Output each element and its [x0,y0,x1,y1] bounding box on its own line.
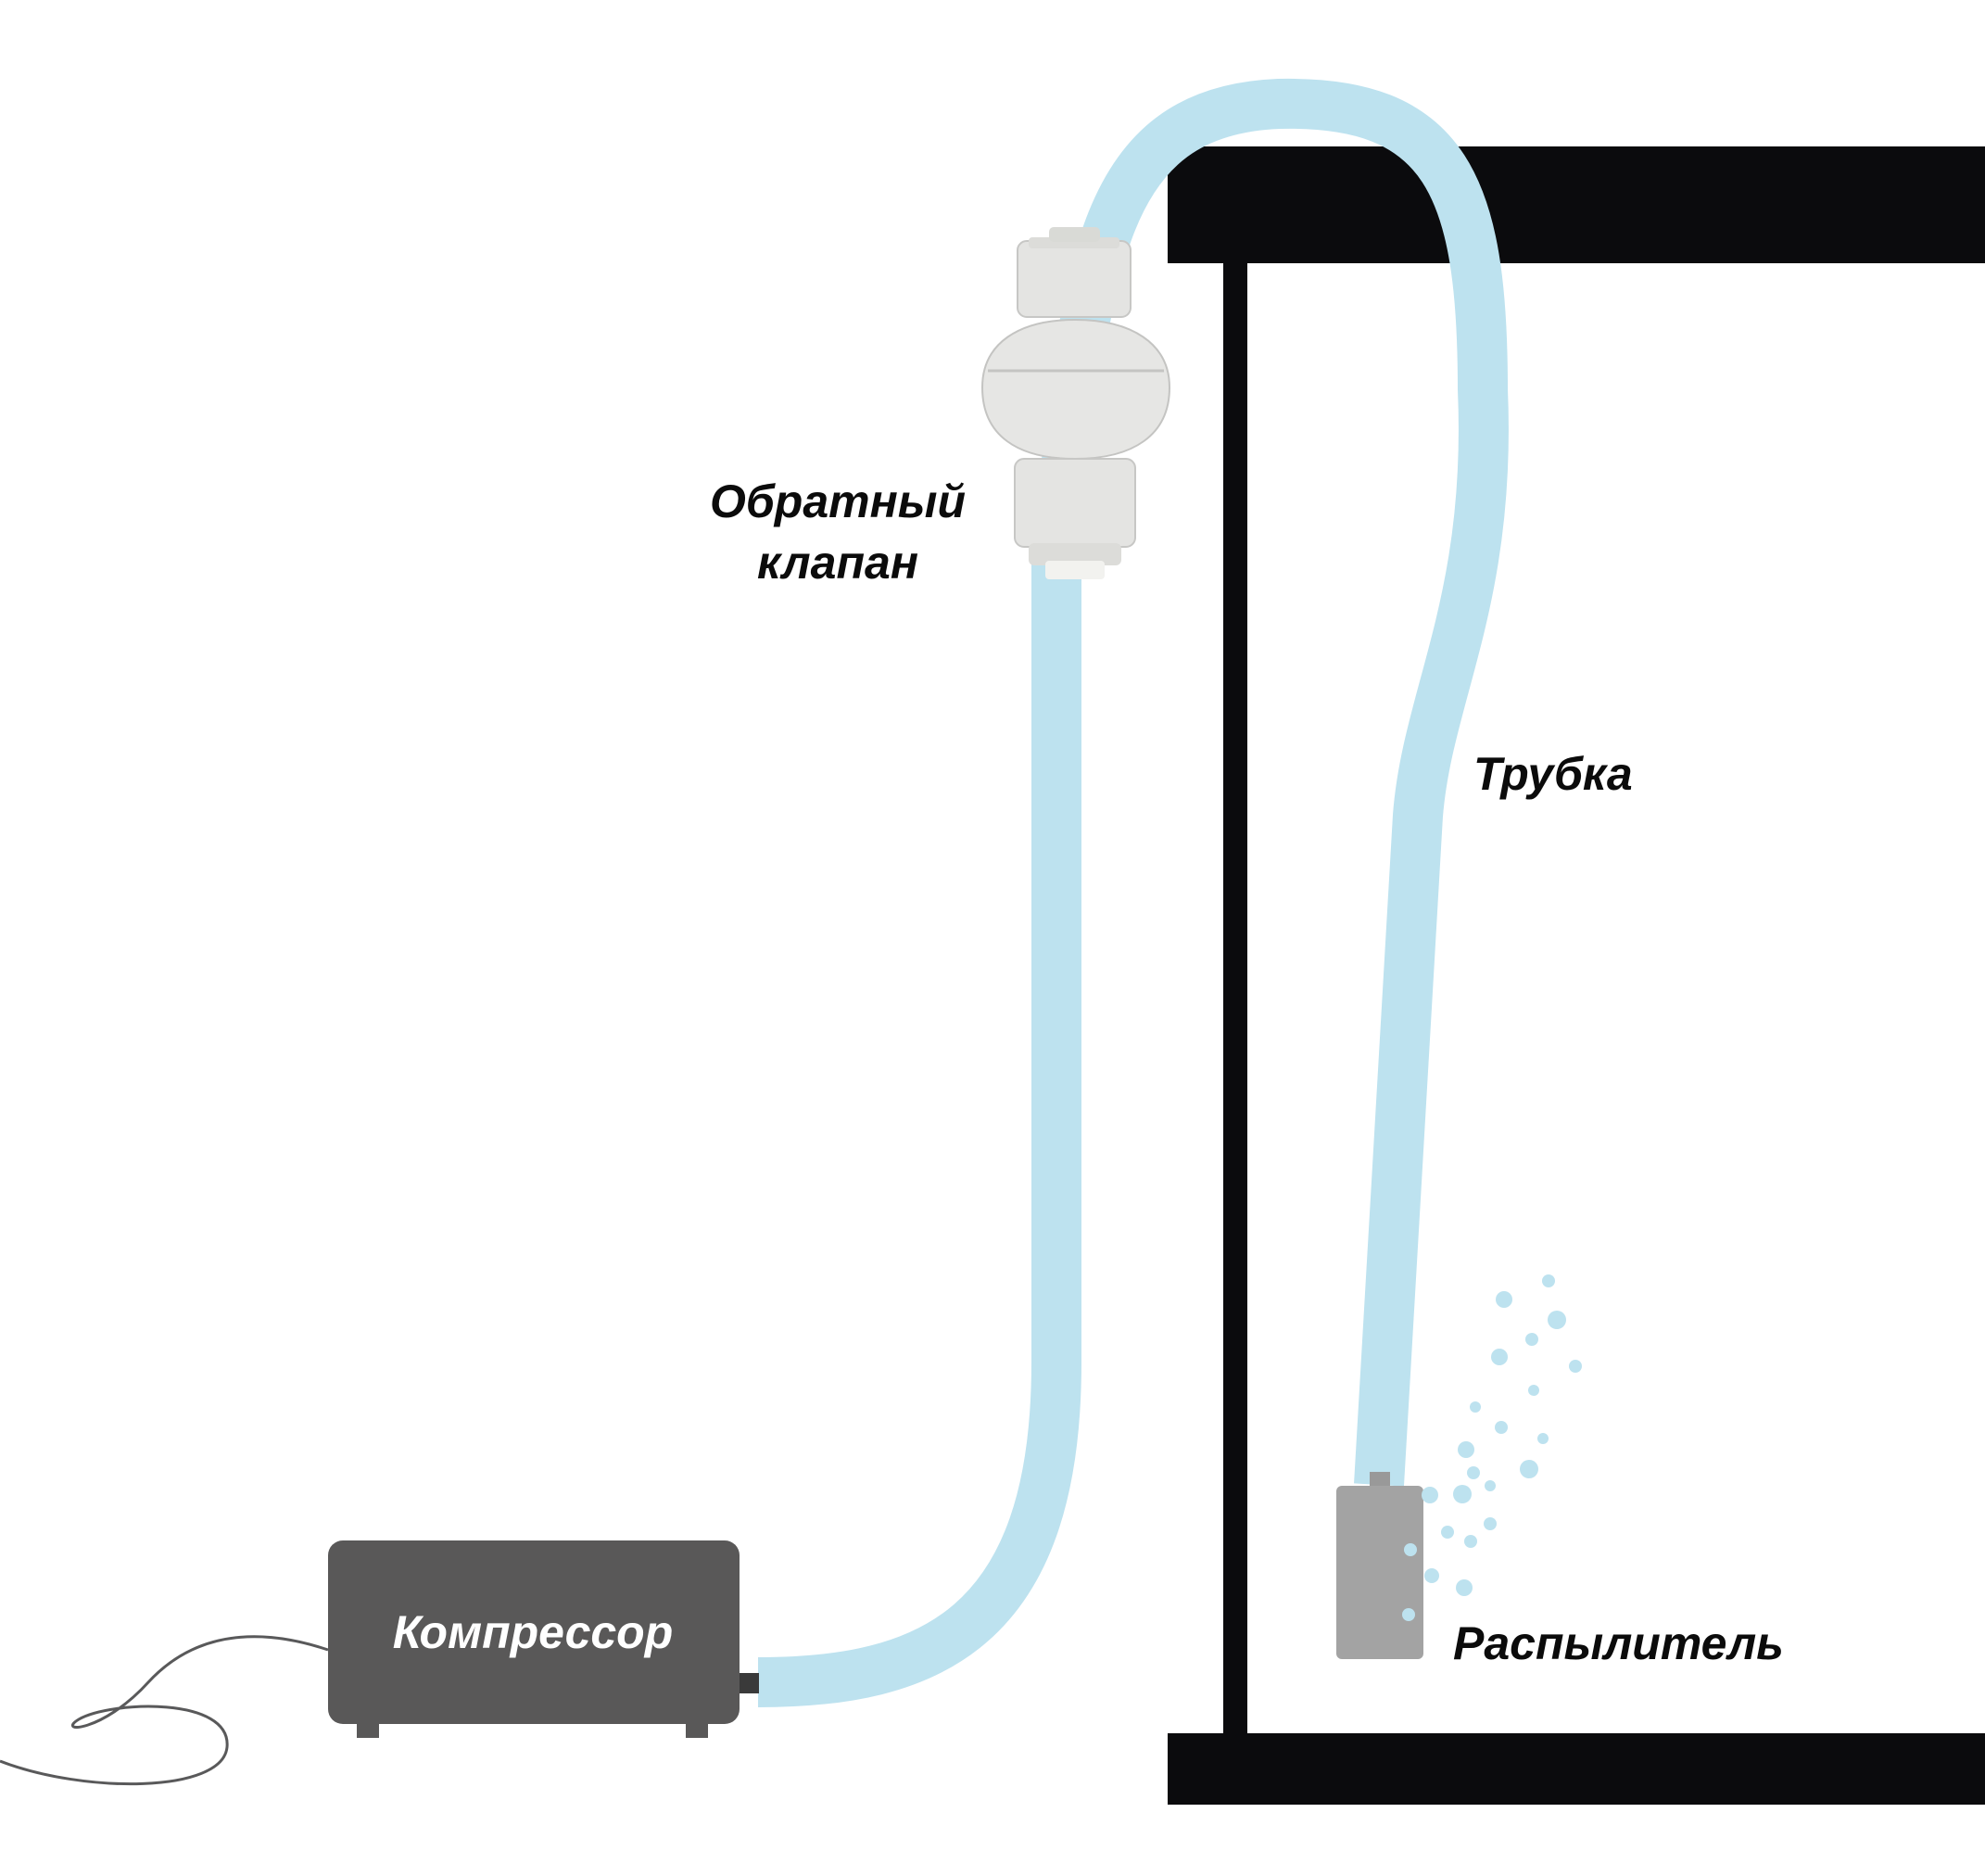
aquarium-bottom-rim [1168,1733,1985,1805]
bubble [1467,1466,1480,1479]
bubble [1458,1441,1474,1458]
bubble [1520,1460,1538,1478]
bubble [1470,1401,1481,1413]
check-valve-label-line2: клапан [757,537,918,589]
bubble [1422,1487,1438,1503]
bubble [1441,1526,1454,1539]
air-tube [757,78,1509,1707]
sprayer [1336,1472,1423,1659]
tube-label: Трубка [1473,748,1633,800]
aquarium [1168,146,1985,1805]
bubble [1496,1291,1512,1308]
sprayer-connector [1370,1472,1390,1489]
bubble [1464,1535,1477,1548]
bubble [1424,1568,1439,1583]
bubble [1404,1543,1417,1556]
bubble [1542,1274,1555,1287]
bubble [1525,1333,1538,1346]
sprayer-body [1336,1486,1423,1659]
compressor-label: Компрессор [393,1606,674,1658]
compressor-outlet [737,1673,759,1693]
aquarium-top-rim [1168,146,1985,263]
check-valve-label-line1: Обратный [710,475,966,527]
bubble [1456,1579,1473,1596]
power-cord [0,1635,329,1786]
bubble [1569,1360,1582,1373]
bubble [1491,1349,1508,1365]
bubble [1528,1385,1539,1396]
check-valve [980,227,1171,579]
compressor-body [328,1540,740,1724]
bubble [1484,1517,1497,1530]
bubble [1548,1311,1566,1329]
aquarium-left-wall [1223,263,1247,1737]
bubble [1485,1480,1496,1491]
compressor: Компрессор [328,1540,759,1738]
bubble [1537,1433,1549,1444]
sprayer-label: Распылитель [1453,1617,1784,1669]
bubble [1402,1608,1415,1621]
bubble [1453,1485,1472,1503]
air-bubbles [1402,1274,1582,1621]
bubble [1495,1421,1508,1434]
